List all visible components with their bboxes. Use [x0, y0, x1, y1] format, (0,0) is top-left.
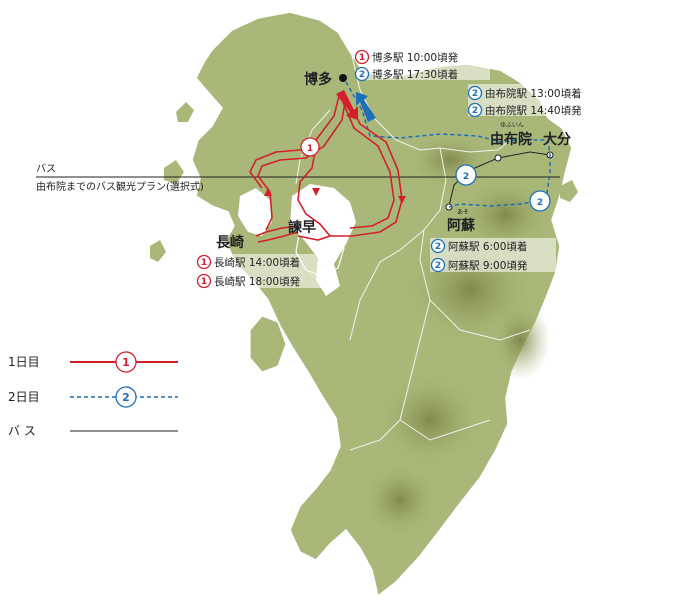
inner-seas — [238, 184, 356, 296]
schedule-nagasaki: 1 長崎駅 14:00頃着 1 長崎駅 18:00頃発 — [196, 254, 324, 289]
bus-label-title: バス — [36, 163, 56, 175]
day2-badge-number: 2 — [435, 242, 441, 252]
route-badge-day1: 1 — [300, 137, 320, 157]
city-isahaya: 諫早 — [288, 219, 316, 236]
schedule-text: 阿蘇駅 9:00頃発 — [448, 259, 528, 272]
prefecture-borders — [295, 55, 531, 451]
schedule-text: 由布院駅 13:00頃着 — [485, 87, 582, 100]
day2-badge-circle — [354, 66, 370, 82]
hakata-direction-arrows — [336, 90, 376, 122]
day1-badge-circle — [196, 273, 212, 289]
aso-reading: あそ — [457, 209, 469, 216]
day2-badge-circle — [430, 257, 446, 273]
day2-badge-circle — [430, 238, 446, 254]
bus-label-subtitle: 由布院までのバス観光プラン(選択式) — [36, 180, 204, 193]
day1-badge-circle — [196, 254, 212, 270]
legend-day1: 1日目 1 — [8, 351, 178, 373]
day1-badge-circle — [300, 137, 320, 157]
day2-badge-circle — [467, 85, 483, 101]
legend-day2-badge — [115, 386, 137, 408]
schedule-text: 由布院駅 14:40頃発 — [485, 104, 582, 117]
bus-route-aso-yufuin — [448, 151, 551, 207]
day1-direction-arrows — [264, 188, 406, 204]
legend-day1-number: 1 — [122, 356, 130, 369]
schedule-text: 阿蘇駅 6:00頃着 — [448, 240, 527, 253]
day2-route-hakata-oita — [345, 81, 551, 156]
day1-badge-number: 1 — [359, 53, 365, 63]
route-badge-day2-right: 2 — [529, 190, 551, 212]
arrow-down-icon — [312, 188, 320, 196]
schedule-text: 博多駅 10:00頃発 — [372, 51, 459, 64]
day1-route-nagasaki — [255, 225, 299, 237]
day2-badge-circle — [455, 164, 477, 186]
legend-day2-label: 2日目 — [8, 390, 40, 404]
day1-badge-number: 1 — [201, 277, 207, 287]
legend-day2: 2日目 2 — [8, 386, 178, 408]
arrow-up-icon — [264, 188, 272, 196]
day1-badge-circle — [354, 49, 370, 65]
schedule-text: 長崎駅 18:00頃発 — [214, 275, 301, 288]
day1-route-spur — [265, 191, 273, 231]
day1-route-east-inner — [341, 99, 395, 229]
day2-return-arrow-icon — [356, 92, 376, 122]
day2-badge-number: 2 — [463, 172, 469, 182]
city-nagasaki: 長崎 — [216, 234, 244, 251]
yufuin-reading: ゆふいん — [500, 122, 524, 129]
day2-badge-circle — [467, 102, 483, 118]
hakata-marker — [339, 74, 347, 82]
map-legend: 1日目 1 2日目 2 バ ス — [8, 351, 178, 438]
day2-route-oita-aso — [448, 155, 551, 208]
day1-badge-number: 1 — [307, 144, 313, 154]
yufuin-marker — [494, 154, 502, 162]
legend-bus-label: バ ス — [8, 424, 36, 438]
city-aso: 阿蘇 — [447, 217, 476, 234]
schedule-yufuin: 2 由布院駅 13:00頃着 2 由布院駅 14:40頃発 — [467, 84, 618, 118]
schedule-text: 長崎駅 14:00頃着 — [214, 256, 300, 269]
legend-day2-number: 2 — [122, 391, 130, 404]
day2-badge-number: 2 — [537, 198, 543, 208]
day2-badge-number: 2 — [472, 106, 478, 116]
day2-badge-number: 2 — [472, 89, 478, 99]
city-hakata: 博多 — [304, 71, 332, 88]
day1-departure-arrow-icon — [336, 90, 358, 120]
day2-route — [345, 81, 551, 208]
legend-day1-badge — [115, 351, 137, 373]
day2-badge-circle — [529, 190, 551, 212]
day1-badge-number: 1 — [201, 258, 207, 268]
day1-route-isahaya — [297, 145, 332, 241]
day1-route-nagasaki-inner — [257, 231, 299, 243]
day1-route-hakata-west-inner — [257, 95, 347, 193]
day2-badge-number: 2 — [435, 261, 441, 271]
city-oita: 大分 — [543, 131, 571, 148]
city-yufuin: 由布院 — [490, 131, 532, 148]
legend-day1-label: 1日目 — [8, 355, 40, 369]
route-badge-day2-upper: 2 — [455, 164, 477, 186]
schedule-text: 博多駅 17:30頃着 — [372, 68, 458, 81]
arrow-down-icon — [398, 196, 406, 204]
day1-route-hakata-west — [249, 91, 341, 189]
legend-bus: バ ス — [8, 424, 178, 438]
schedule-aso: 2 阿蘇駅 6:00頃着 2 阿蘇駅 9:00頃発 — [430, 238, 556, 273]
day2-badge-number: 2 — [359, 70, 365, 80]
schedule-hakata: 1 博多駅 10:00頃発 2 博多駅 17:30頃着 — [354, 48, 490, 82]
